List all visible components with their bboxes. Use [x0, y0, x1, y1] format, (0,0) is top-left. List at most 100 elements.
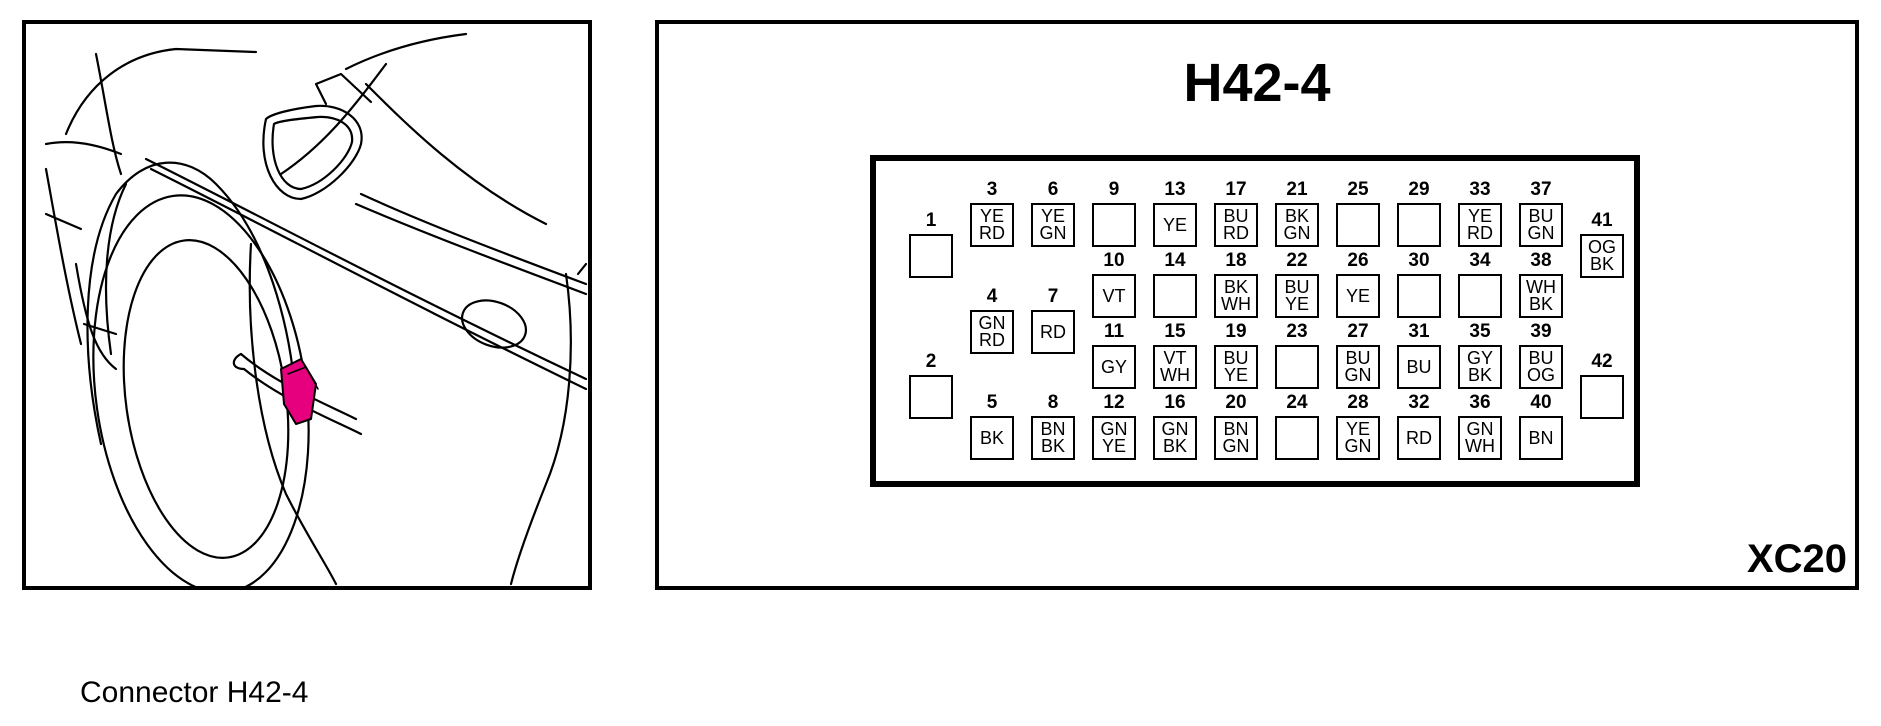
connector-code: XC20: [1746, 537, 1847, 581]
mirror-glass: [271, 115, 354, 191]
wire-color-code: RD: [979, 330, 1005, 350]
connector-location-outline: [287, 366, 319, 390]
wire-color-code: VT: [1102, 285, 1126, 306]
wire-color-code: GN: [1466, 419, 1494, 439]
wire-color-code: OG: [1587, 237, 1616, 257]
pin-number: 28: [1347, 392, 1369, 413]
pin-number: 21: [1286, 179, 1308, 200]
pin-number: 25: [1347, 179, 1369, 200]
door-seam: [509, 272, 572, 586]
mirror-housing: [262, 104, 363, 201]
pin-cavity: [1458, 274, 1502, 318]
pin-cavity: [1580, 375, 1624, 419]
pin-cavity: [909, 234, 953, 278]
wire-color-code: BK: [1223, 277, 1248, 297]
pin-number: 10: [1103, 250, 1125, 271]
trim-end: [232, 352, 246, 371]
wheel-arch-outer: [86, 161, 298, 446]
wire-color-code: RD: [1223, 223, 1249, 243]
pin-number: 15: [1164, 321, 1186, 342]
pin-number: 34: [1469, 250, 1491, 271]
pin-cavity: [1397, 274, 1441, 318]
wire-color-code: YE: [1284, 294, 1309, 314]
wire-color-code: BN: [1223, 419, 1249, 439]
window-lower: [359, 192, 588, 286]
wire-color-code: GN: [1222, 436, 1250, 456]
wire-color-code: BU: [1528, 348, 1554, 368]
bumper-lower: [44, 212, 83, 231]
pin-cavity: [909, 375, 953, 419]
wire-color-code: BU: [1223, 206, 1249, 226]
pin-number: 5: [986, 392, 998, 413]
pin-number: 24: [1286, 392, 1308, 413]
pin-cavity: BU: [1397, 345, 1441, 389]
pin-number: 9: [1108, 179, 1120, 200]
wire-color-code: VT: [1163, 348, 1187, 368]
pin-number: 33: [1469, 179, 1491, 200]
pin-number: 39: [1530, 321, 1552, 342]
pin-cavity: BK: [970, 416, 1014, 460]
pin-number: 30: [1408, 250, 1430, 271]
wire-color-code: GN: [1344, 365, 1372, 385]
wire-color-code: BU: [1284, 277, 1310, 297]
wire-color-code: WH: [1160, 365, 1190, 385]
wire-color-code: BK: [1162, 436, 1187, 456]
pin-number: 35: [1469, 321, 1491, 342]
bumper-edge: [82, 322, 118, 336]
wire-color-code: RD: [1040, 321, 1066, 342]
wire-color-code: BK: [1284, 206, 1309, 226]
pin-cavity: [1275, 345, 1319, 389]
wire-color-code: BK: [1528, 294, 1553, 314]
connector-title: H42-4: [1183, 53, 1331, 113]
pin-number: 26: [1347, 250, 1369, 271]
wire-color-code: GY: [1100, 356, 1127, 377]
mirror-stem: [314, 72, 373, 106]
pin-number: 37: [1530, 179, 1552, 200]
pin-number: 36: [1469, 392, 1491, 413]
pin-cavity: [1153, 274, 1197, 318]
wire-color-code: YE: [1467, 206, 1492, 226]
wire-color-code: BN: [1528, 427, 1554, 448]
wire-color-code: BN: [1040, 419, 1066, 439]
bumper-vent: [74, 262, 118, 371]
pin-number: 31: [1408, 321, 1430, 342]
door-seam-2: [576, 262, 588, 276]
pin-number: 2: [925, 351, 937, 372]
pin-number: 6: [1047, 179, 1059, 200]
pin-cavity: RD: [1031, 310, 1075, 354]
wire-color-code: GN: [978, 313, 1006, 333]
wire-color-code: BU: [1345, 348, 1371, 368]
pin-cavity: [1275, 416, 1319, 460]
wire-color-code: RD: [1406, 427, 1432, 448]
wire-color-code: RD: [1467, 223, 1493, 243]
wire-color-code: GN: [1283, 223, 1311, 243]
pin-number: 42: [1591, 351, 1613, 372]
pin-number: 14: [1164, 250, 1186, 271]
window-lower-2: [354, 202, 588, 296]
wire-color-code: WH: [1526, 277, 1556, 297]
pin-number: 23: [1286, 321, 1308, 342]
wire-color-code: YE: [1162, 214, 1187, 235]
pin-number: 3: [986, 179, 998, 200]
pin-number: 38: [1530, 250, 1552, 271]
wire-color-code: BK: [1040, 436, 1065, 456]
pin-number: 18: [1225, 250, 1247, 271]
pin-number: 7: [1047, 286, 1059, 307]
wire-color-code: OG: [1526, 365, 1555, 385]
pin-number: 16: [1164, 392, 1186, 413]
